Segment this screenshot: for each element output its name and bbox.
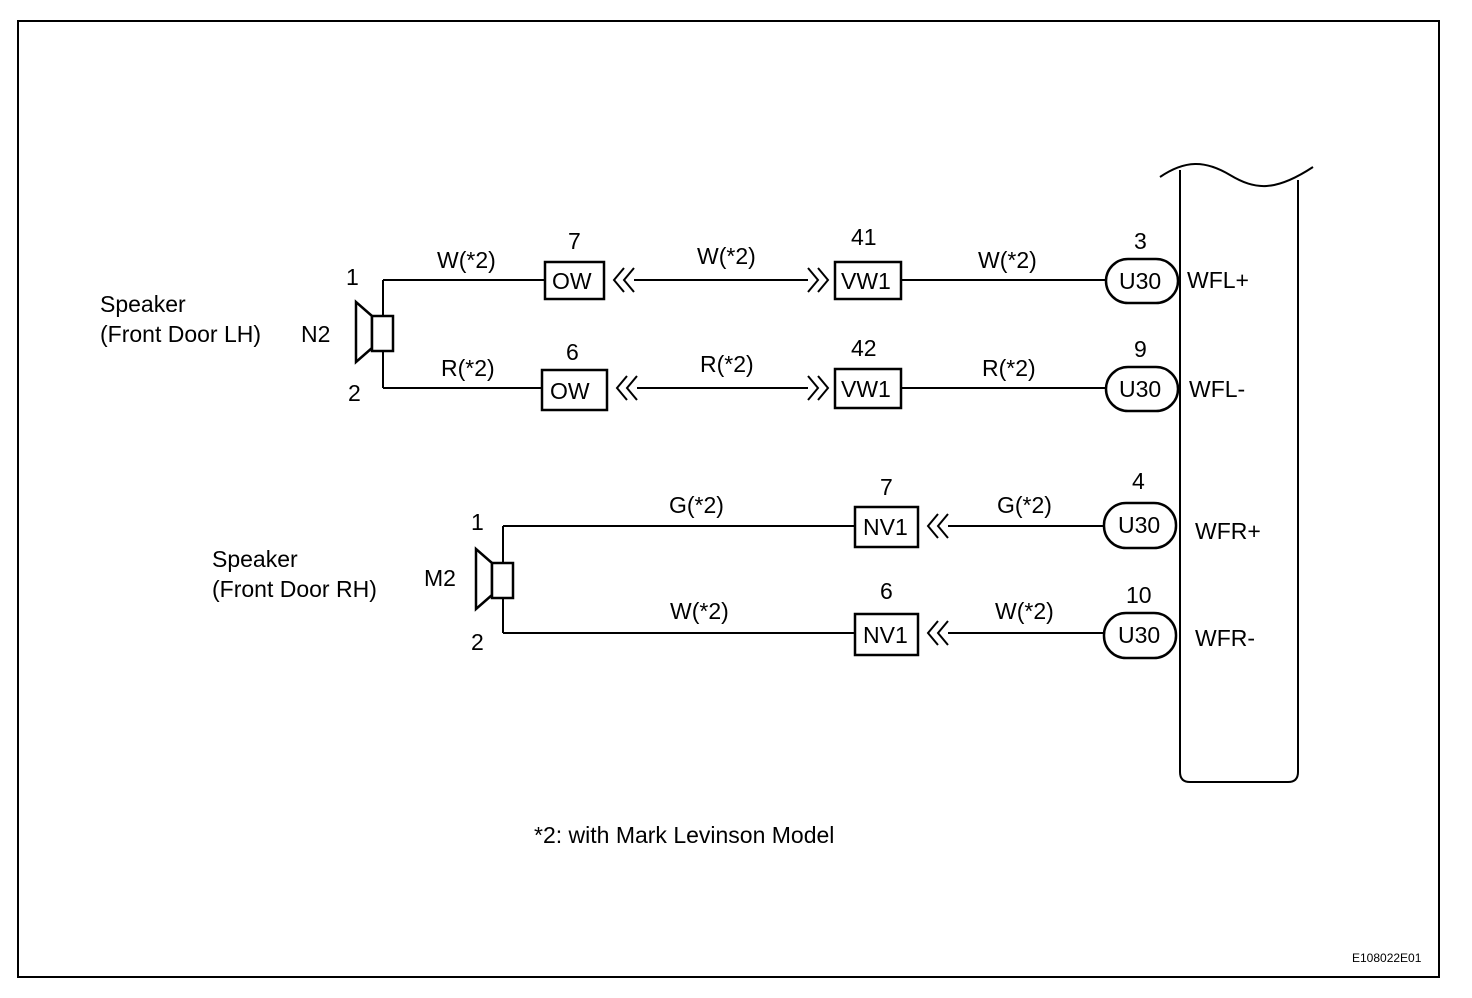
signal-wfr-neg: WFR- (1195, 625, 1255, 651)
wire-rh-negative: W(*2) NV1 6 W(*2) U30 10 WFR- (503, 578, 1255, 660)
connector-ow-neg-name: OW (550, 378, 590, 404)
speaker-rh-code: M2 (424, 565, 456, 591)
terminal-u30-9-name: U30 (1119, 376, 1161, 402)
connector-chevron-ow-neg (615, 375, 638, 401)
connector-vw1-pos-name: VW1 (841, 268, 891, 294)
wire-lh-negative: R(*2) OW 6 R(*2) VW1 42 R(*2) U30 9 WFL- (383, 335, 1245, 413)
connector-ow-pos-pin: 7 (568, 228, 581, 254)
connector-chevron-vw1-neg (807, 375, 830, 401)
wire-lh-positive: W(*2) OW 7 W(*2) VW1 41 W(*2) U30 3 WFL+ (383, 224, 1249, 305)
footnote: *2: with Mark Levinson Model (534, 822, 834, 848)
wire-lh-neg-seg1-color: R(*2) (441, 355, 495, 381)
speaker-rh: Speaker (Front Door RH) M2 1 2 (212, 509, 515, 655)
connector-nv1-pos-pin: 7 (880, 474, 893, 500)
connector-ow-neg-pin: 6 (566, 339, 579, 365)
wire-rh-pos-seg2-color: G(*2) (997, 492, 1052, 518)
connector-vw1-neg-pin: 42 (851, 335, 877, 361)
terminal-u30-10-pin: 10 (1126, 582, 1152, 608)
speaker-lh-pin-2: 2 (348, 380, 361, 406)
speaker-rh-pin-1: 1 (471, 509, 484, 535)
wire-lh-pos-seg3-color: W(*2) (978, 247, 1037, 273)
connector-nv1-neg (853, 612, 920, 657)
wire-rh-pos-seg1-color: G(*2) (669, 492, 724, 518)
speaker-lh-pin-1: 1 (346, 264, 359, 290)
signal-wfl-pos: WFL+ (1187, 267, 1249, 293)
terminal-u30-10-name: U30 (1118, 622, 1160, 648)
connector-vw1-neg-name: VW1 (841, 376, 891, 402)
connector-ow-pos-name: OW (552, 268, 592, 294)
wire-rh-neg-seg1-color: W(*2) (670, 598, 729, 624)
speaker-lh-subtitle: (Front Door LH) (100, 321, 261, 347)
speaker-rh-title: Speaker (212, 546, 298, 572)
wire-lh-pos-seg2-color: W(*2) (697, 243, 756, 269)
connector-chevron-nv1-pos (926, 513, 949, 539)
connector-ow-pos (543, 260, 606, 301)
wire-lh-neg-seg3-color: R(*2) (982, 355, 1036, 381)
connector-nv1-pos (853, 505, 920, 549)
speaker-lh-title: Speaker (100, 291, 186, 317)
terminal-u30-4 (1102, 501, 1178, 550)
signal-wfr-pos: WFR+ (1195, 518, 1261, 544)
terminal-u30-3-pin: 3 (1134, 228, 1147, 254)
connector-nv1-neg-pin: 6 (880, 578, 893, 604)
wire-rh-neg-seg2-color: W(*2) (995, 598, 1054, 624)
speaker-lh-code: N2 (301, 321, 330, 347)
terminal-u30-10 (1102, 611, 1178, 660)
signal-wfl-neg: WFL- (1189, 376, 1245, 402)
connector-vw1-pos (833, 260, 903, 301)
speaker-lh: Speaker (Front Door LH) N2 1 2 (100, 264, 395, 406)
wire-lh-pos-seg1-color: W(*2) (437, 247, 496, 273)
diagram-frame (17, 20, 1440, 978)
terminal-u30-4-pin: 4 (1132, 468, 1145, 494)
connector-chevron-vw1-pos (807, 267, 830, 293)
connector-chevron-nv1-neg (926, 620, 949, 646)
terminal-u30-3-name: U30 (1119, 268, 1161, 294)
wire-rh-positive: G(*2) NV1 7 G(*2) U30 4 WFR+ (503, 468, 1261, 550)
connector-ow-neg (540, 368, 609, 412)
speaker-lh-icon (354, 299, 395, 365)
terminal-u30-3 (1104, 257, 1180, 305)
figure-code: E108022E01 (1352, 951, 1422, 965)
terminal-u30-4-name: U30 (1118, 512, 1160, 538)
terminal-u30-9-pin: 9 (1134, 336, 1147, 362)
speaker-rh-icon (474, 546, 515, 612)
connector-nv1-pos-name: NV1 (863, 514, 908, 540)
connector-chevron-ow-pos (612, 267, 635, 293)
speaker-rh-subtitle: (Front Door RH) (212, 576, 377, 602)
wire-lh-neg-seg2-color: R(*2) (700, 351, 754, 377)
connector-vw1-pos-pin: 41 (851, 224, 877, 250)
connector-vw1-neg (833, 367, 903, 410)
amplifier-unit (1159, 163, 1314, 783)
terminal-u30-9 (1104, 365, 1180, 413)
connector-nv1-neg-name: NV1 (863, 622, 908, 648)
speaker-rh-pin-2: 2 (471, 629, 484, 655)
